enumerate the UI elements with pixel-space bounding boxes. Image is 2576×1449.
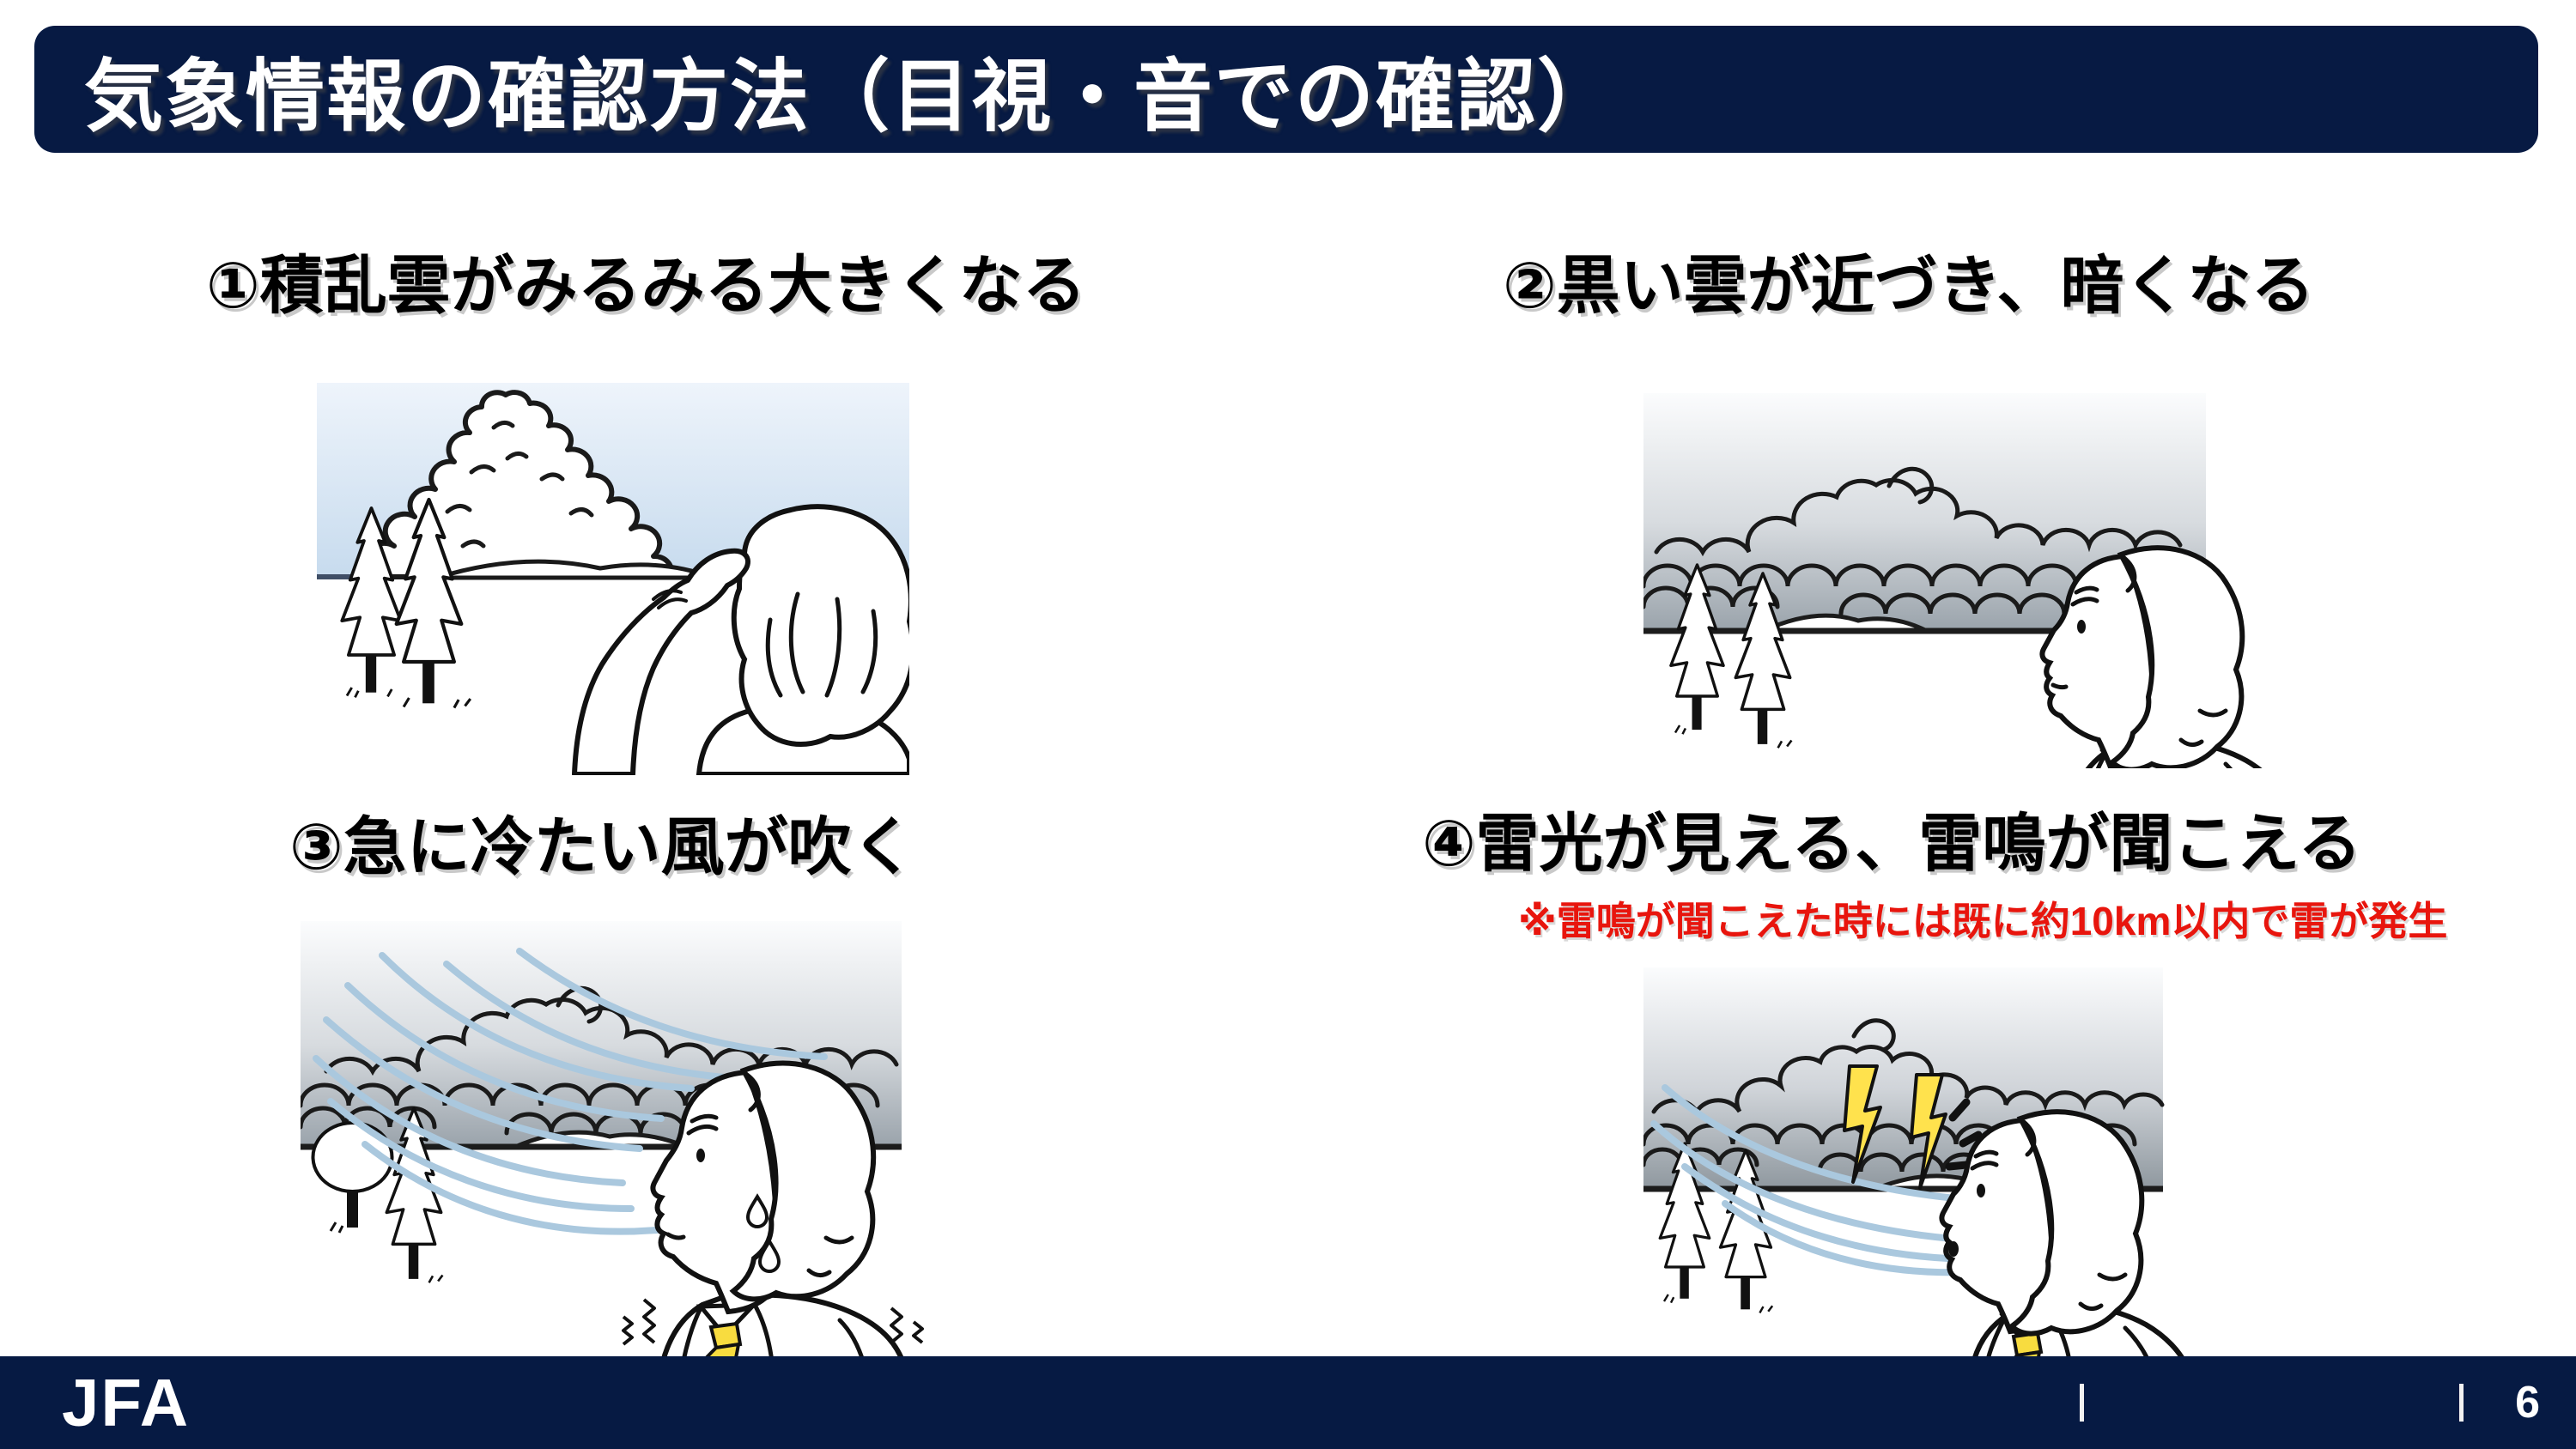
shiver-lines [622,1298,924,1346]
illustration-cold-wind [301,921,924,1363]
page-title: 気象情報の確認方法（目視・音での確認） [84,52,1619,141]
shivering-observer-figure [622,1060,924,1363]
hill [1762,613,1929,634]
illustration-lightning-thunder [1643,967,2186,1359]
illustration-dark-clouds [1643,393,2263,768]
footer-bar: JFA 6 [0,1356,2576,1449]
thunder-distance-note: ※雷鳴が聞こえた時には既に約10km以内で雷が発生 [1518,899,2448,943]
section-2-heading: ②黒い雲が近づき、暗くなる [1503,250,2315,321]
pine-trees [340,497,472,709]
page-number: 6 [2515,1378,2540,1428]
title-bar: 気象情報の確認方法（目視・音での確認） [34,26,2538,153]
cloud-detail-strokes [445,421,594,549]
section-3-heading: ③急に冷たい風が吹く [289,811,915,882]
observer-figure-back [572,504,909,775]
lightning-bolt-icons [1843,1064,1947,1190]
wind-lines [1650,1084,2012,1276]
pine-trees [1669,563,1793,749]
thunder-sound-marks [1945,1098,1983,1171]
jfa-logo: JFA [62,1364,191,1440]
section-4-heading: ④雷光が見える、雷鳴が聞こえる [1422,808,2362,879]
section-1-heading: ①積乱雲がみるみる大きくなる [206,250,1086,321]
wind-lines [313,948,828,1235]
footer-separator-2 [2459,1384,2464,1422]
observer-figure-profile [2039,545,2263,768]
illustration-cumulonimbus-growing [317,383,909,775]
footer-separator-1 [2080,1384,2084,1422]
observer-figure-profile [1939,1109,2186,1359]
sweat-drops [745,1193,781,1273]
